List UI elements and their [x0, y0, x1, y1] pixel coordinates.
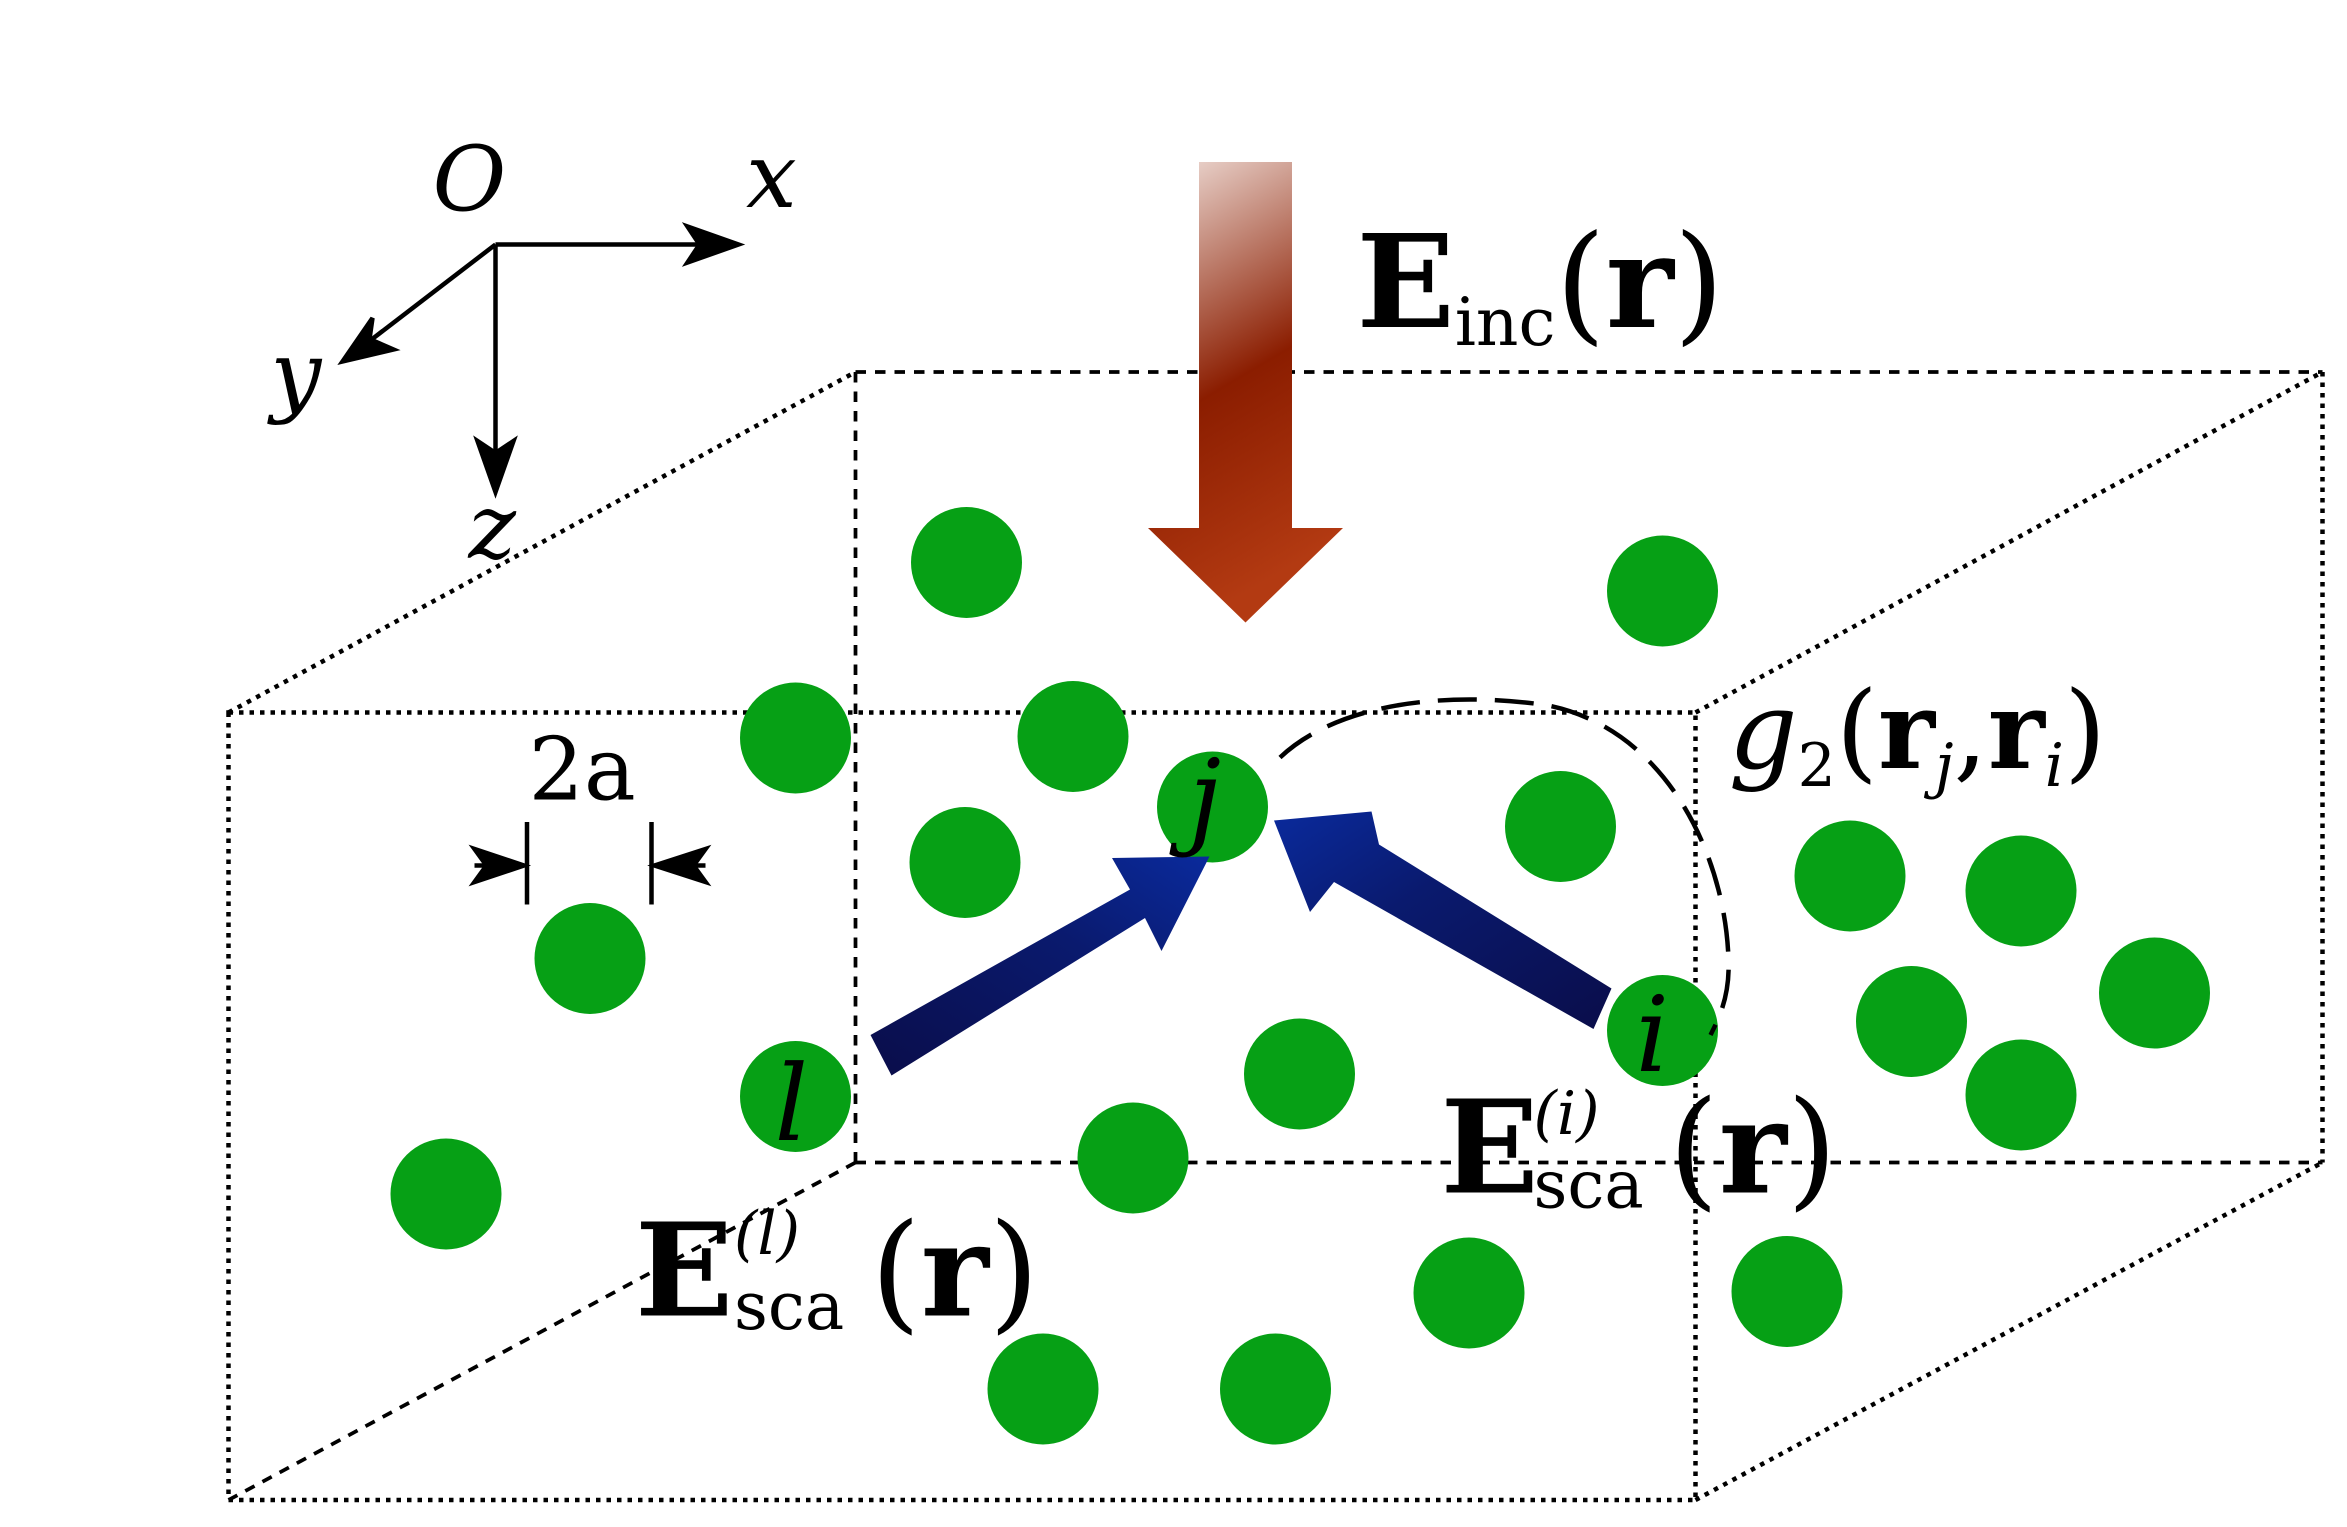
particle [909, 807, 1021, 918]
coordinate-axes [337, 222, 746, 499]
x-arrow-head [681, 222, 746, 267]
particle [534, 903, 646, 1014]
incident-field-arrow [1148, 162, 1343, 623]
scattered-field-i-label: E [1441, 1073, 1539, 1224]
particle [1077, 1102, 1189, 1214]
particle [987, 1333, 1099, 1445]
diameter-label: 2a [529, 719, 636, 821]
scattered-arrow-from-i [1274, 811, 1612, 1029]
correlation-arc [1278, 697, 1731, 1037]
y-arrow-head [337, 316, 401, 366]
scattered-field-l-sub: sca [734, 1268, 844, 1345]
scattered-arrow-from-l [870, 856, 1210, 1076]
z-arrow-head [473, 435, 518, 499]
origin-label: O [433, 127, 507, 232]
particle [1794, 820, 1906, 932]
particle-l [740, 1041, 851, 1152]
scattered-field-i-sub: sca [1534, 1147, 1644, 1224]
particle [1607, 535, 1718, 647]
particles [390, 507, 2210, 1445]
particle [390, 1138, 502, 1250]
scattered-field-l-label: E [635, 1196, 733, 1347]
particle [911, 507, 1022, 618]
z-axis-label: z [468, 475, 517, 580]
particle [740, 682, 851, 794]
incident-field-label: Einc(r) [1357, 207, 1725, 361]
particle [1413, 1237, 1525, 1349]
scattered-field-l-arg: (r) [871, 1196, 1040, 1347]
particle-i [1607, 975, 1718, 1086]
y-axis-label: y [267, 322, 323, 427]
particle [1244, 1018, 1355, 1130]
particle-l-label: l [775, 1043, 809, 1165]
particle-i-label: i [1636, 974, 1670, 1096]
particle [1965, 1039, 2077, 1151]
particle [1965, 835, 2077, 947]
particle [1017, 681, 1129, 792]
particle [1731, 1236, 1843, 1347]
scattered-field-i-sup: (i) [1534, 1079, 1600, 1149]
scattered-field-l-sup: (l) [734, 1199, 800, 1269]
particle [1505, 771, 1616, 882]
diameter-marker [468, 822, 712, 905]
pair-correlation-label: g2(rj,ri) [1729, 668, 2107, 801]
particle-j [1157, 751, 1268, 863]
particle [1856, 966, 1967, 1077]
particle [2099, 937, 2210, 1049]
scattered-field-i-arg: (r) [1669, 1073, 1838, 1224]
particle [1220, 1333, 1331, 1445]
front-face [226, 370, 2325, 1503]
x-axis-label: x [746, 124, 797, 229]
